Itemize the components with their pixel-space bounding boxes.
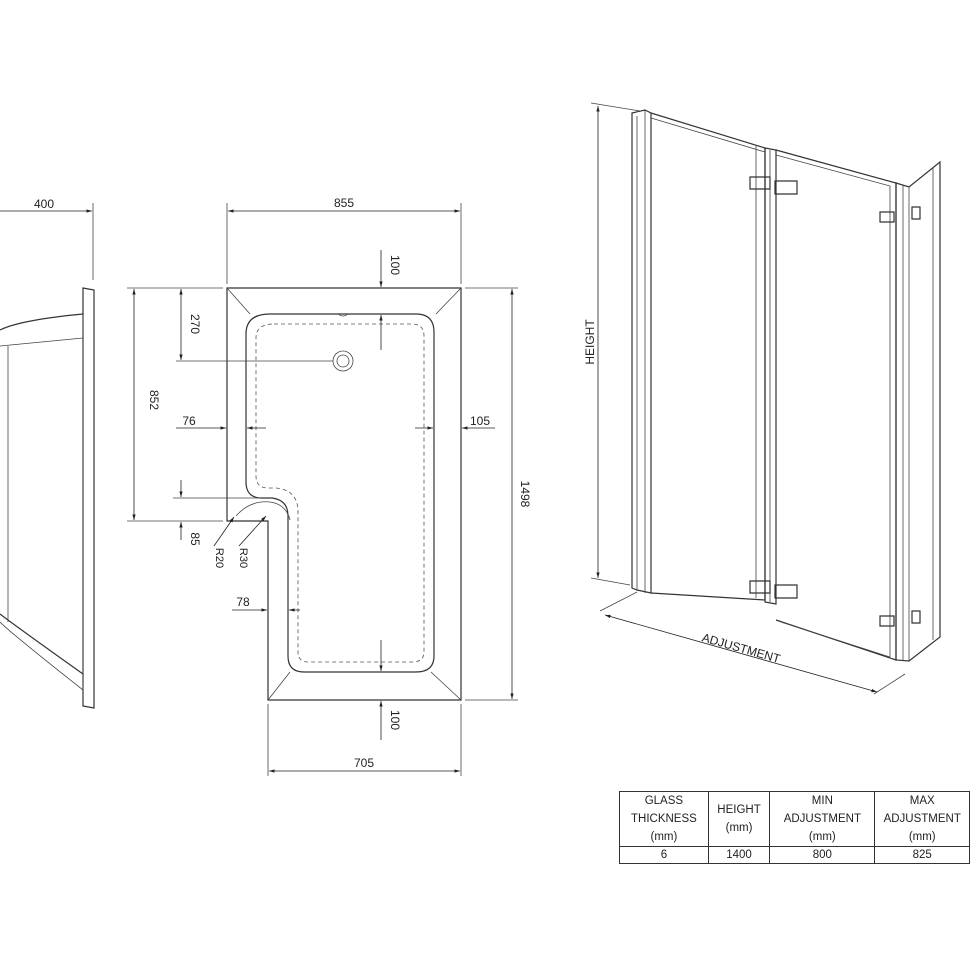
plan-waste-offset-label: 270	[188, 314, 202, 334]
plan-left-rim-upper-label: 76	[182, 414, 196, 428]
bath-screen-view: HEIGHT ADJUSTMENT	[583, 102, 941, 695]
bath-plan-view: 855 705 100 100 1498 852 270 76	[127, 196, 532, 776]
side-width-label: 400	[34, 197, 54, 211]
table-header-row: GLASS THICKNESS (mm) HEIGHT (mm) MIN ADJ…	[619, 791, 970, 847]
cell-glass-thickness: 6	[619, 846, 709, 864]
screen-adjustment-label: ADJUSTMENT	[700, 630, 782, 666]
header-glass-thickness: GLASS THICKNESS (mm)	[619, 791, 709, 847]
cell-height: 1400	[707, 846, 771, 864]
specification-table: GLASS THICKNESS (mm) HEIGHT (mm) MIN ADJ…	[619, 791, 970, 864]
screen-height-label: HEIGHT	[583, 319, 597, 365]
cell-max-adjustment: 825	[874, 846, 970, 864]
plan-top-rim-label: 100	[388, 255, 402, 275]
plan-radius-outer-label: R30	[237, 548, 249, 568]
plan-upper-length-label: 852	[147, 390, 161, 410]
plan-bottom-rim-label: 100	[388, 710, 402, 730]
plan-step-depth-label: 85	[188, 532, 202, 546]
plan-left-rim-lower-label: 78	[236, 595, 250, 609]
table-row: 6 1400 800 825	[619, 846, 970, 864]
header-max-adjustment: MAX ADJUSTMENT (mm)	[874, 791, 970, 847]
side-elevation-view: 400	[0, 197, 95, 709]
plan-right-rim-label: 105	[470, 414, 490, 428]
header-height: HEIGHT (mm)	[707, 791, 771, 847]
plan-top-width-label: 855	[334, 196, 354, 210]
plan-bottom-width-label: 705	[354, 756, 374, 770]
plan-total-length-label: 1498	[518, 481, 532, 508]
cell-min-adjustment: 800	[769, 846, 876, 864]
header-min-adjustment: MIN ADJUSTMENT (mm)	[769, 791, 876, 847]
plan-radius-inner-label: R20	[213, 548, 225, 568]
